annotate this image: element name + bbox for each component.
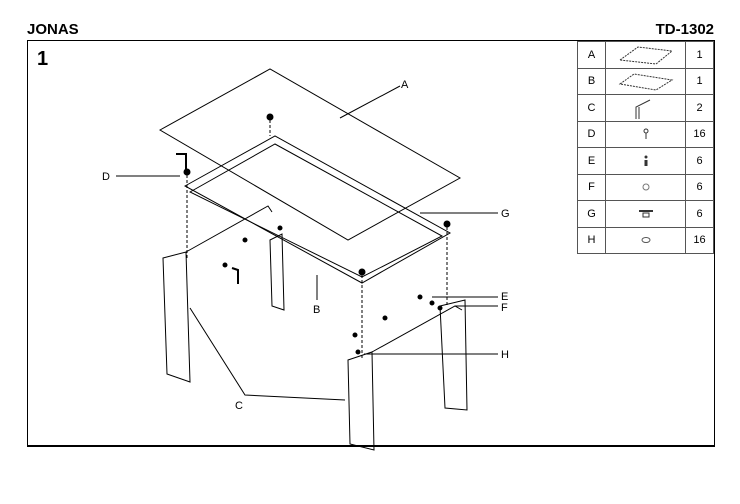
- callout-b: B: [313, 304, 320, 316]
- part-qty: 6: [685, 173, 714, 201]
- part-qty: 1: [685, 41, 714, 69]
- legs: [162, 205, 468, 451]
- callout-a: A: [401, 79, 409, 91]
- part-qty: 16: [685, 226, 714, 254]
- callout-d: D: [102, 171, 110, 183]
- step-number: 1: [37, 48, 49, 70]
- part-qty: 6: [685, 147, 714, 175]
- suction-pad-icon: [638, 209, 653, 218]
- washer-icon: [642, 183, 649, 191]
- table-row: H 16: [577, 226, 714, 254]
- diagram-frame: [27, 40, 715, 447]
- part-letter: H: [577, 226, 606, 254]
- glass-top-icon: [618, 46, 673, 65]
- glass-top: [158, 68, 462, 241]
- callout-c: C: [235, 400, 243, 412]
- part-qty: 1: [685, 67, 714, 95]
- callout-g: G: [501, 208, 510, 220]
- product-code: TD-1302: [655, 21, 714, 38]
- part-letter: E: [577, 147, 606, 175]
- part-letter: F: [577, 173, 606, 201]
- part-qty: 16: [685, 120, 714, 148]
- part-letter: D: [577, 120, 606, 148]
- allen-key: [176, 153, 187, 172]
- part-letter: A: [577, 41, 606, 69]
- table-frame: [183, 135, 452, 284]
- callout-h: H: [501, 349, 509, 361]
- table-row: D 16: [577, 120, 714, 148]
- bolt-icon: [643, 128, 648, 140]
- frame-icon: [618, 73, 673, 91]
- part-letter: B: [577, 67, 606, 95]
- bolt-lines: [186, 115, 448, 360]
- small-parts: [183, 113, 451, 355]
- part-qty: 6: [685, 200, 714, 228]
- part-qty: 2: [685, 94, 714, 122]
- nut-icon: [641, 237, 650, 244]
- leg-icon: [635, 99, 650, 119]
- callout-f: F: [501, 302, 508, 314]
- callout-e: E: [501, 291, 508, 303]
- product-name: JONAS: [27, 21, 79, 38]
- allen-key: [231, 267, 239, 284]
- part-letter: C: [577, 94, 606, 122]
- part-letter: G: [577, 200, 606, 228]
- screw-icon: [644, 155, 647, 166]
- callout-lines: [116, 85, 498, 401]
